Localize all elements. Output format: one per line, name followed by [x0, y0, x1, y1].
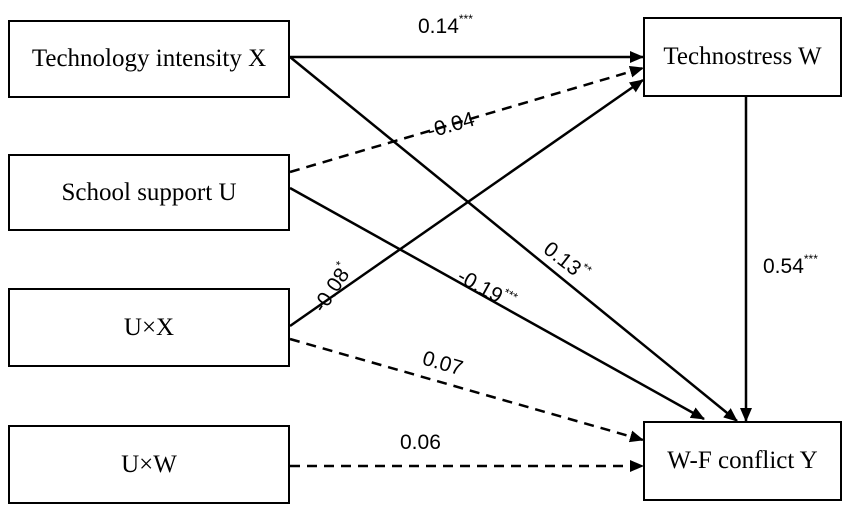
node-technostress: Technostress W	[643, 17, 842, 97]
coef-x-to-w: 0.14***	[418, 12, 473, 38]
arrow-u-to-y	[289, 186, 705, 421]
node-technology-intensity: Technology intensity X	[8, 20, 290, 98]
arrow-x-to-y	[289, 56, 738, 422]
node-ux-interaction: U×X	[8, 288, 290, 367]
arrow-ux-to-w	[289, 78, 644, 328]
coef-uw-to-y: 0.06	[400, 431, 441, 454]
node-wf-conflict: W-F conflict Y	[643, 421, 842, 501]
node-school-support: School support U	[8, 154, 290, 231]
node-uw-interaction: U×W	[8, 425, 290, 504]
coef-w-to-y: 0.54***	[763, 252, 818, 278]
arrow-u-to-w	[289, 65, 644, 174]
